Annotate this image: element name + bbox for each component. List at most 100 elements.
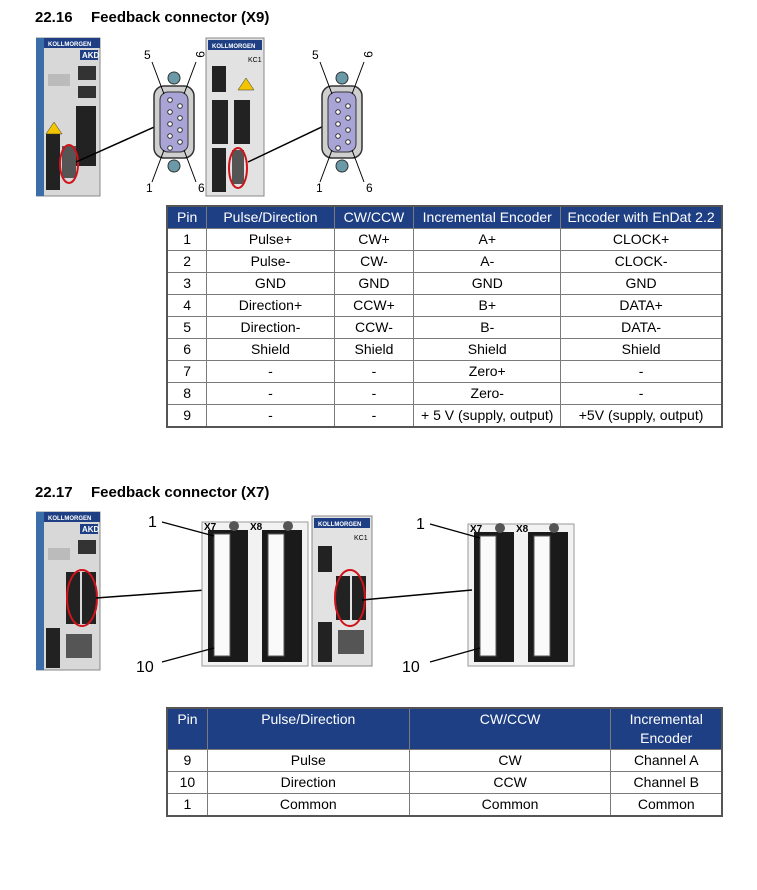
table-cell: CLOCK-	[560, 250, 723, 273]
table-cell: + 5 V (supply, output)	[413, 404, 562, 428]
table-row: 8--Zero--	[166, 382, 723, 405]
table-cell: 5	[166, 316, 208, 339]
column-header-pulse-direction: Pulse/Direction	[206, 707, 410, 750]
table-cell: Direction-	[206, 316, 335, 339]
pin-label-1: 1	[146, 181, 153, 195]
section-number: 22.17	[35, 484, 73, 501]
table-cell: B+	[413, 294, 562, 317]
drive-brand: KOLLMORGEN	[48, 42, 91, 48]
section-title: Feedback connector (X7)	[91, 484, 270, 501]
pin-label-6: 6	[366, 181, 373, 195]
table-cell: DATA+	[560, 294, 723, 317]
table-cell: Common	[610, 793, 723, 817]
x8-label: X8	[516, 524, 529, 535]
table-cell: -	[333, 360, 415, 383]
table-cell: -	[206, 404, 335, 428]
table-cell: +5V (supply, output)	[560, 404, 723, 428]
column-header-incremental-encoder: Incremental Encoder	[610, 707, 723, 750]
table-cell: Pulse-	[206, 250, 335, 273]
table-cell: 6	[166, 338, 208, 361]
callout-pin-10: 10	[136, 659, 154, 676]
table-cell: DATA-	[560, 316, 723, 339]
pin-label-1: 1	[316, 181, 323, 195]
x7-x8-terminals-right: X7 X8 1 10	[402, 516, 575, 676]
table-cell: CCW	[408, 771, 612, 794]
table-header-row: Pin Pulse/Direction CW/CCW Incremental E…	[166, 205, 723, 229]
table-cell: CW+	[333, 228, 415, 251]
column-header-pin: Pin	[166, 707, 208, 750]
table-cell: GND	[560, 272, 723, 295]
table-cell: A-	[413, 250, 562, 273]
table-cell: Common	[206, 793, 410, 817]
column-header-endat: Encoder with EnDat 2.2	[560, 205, 723, 229]
drive-brand: KOLLMORGEN	[318, 522, 361, 528]
drive-model: AKD	[82, 51, 100, 60]
table-cell: Channel B	[610, 771, 723, 794]
table-cell: Pulse+	[206, 228, 335, 251]
column-header-cw-ccw: CW/CCW	[333, 205, 415, 229]
pin-label-9: 9	[361, 51, 375, 58]
table-cell: -	[560, 382, 723, 405]
akd-drive-image: KOLLMORGEN AKD	[36, 511, 101, 671]
table-cell: Shield	[333, 338, 415, 361]
table-cell: CCW-	[333, 316, 415, 339]
x7-pinout-table: Pin Pulse/Direction CW/CCW Incremental E…	[166, 707, 723, 817]
x7-highlight-ring	[334, 569, 366, 627]
x9-highlight-ring	[228, 147, 248, 189]
table-cell: 10	[166, 771, 208, 794]
column-header-pin: Pin	[166, 205, 208, 229]
drive-model: KC1	[248, 57, 262, 64]
table-cell: Shield	[206, 338, 335, 361]
column-header-cw-ccw: CW/CCW	[408, 707, 612, 750]
table-cell: A+	[413, 228, 562, 251]
table-cell: 3	[166, 272, 208, 295]
table-cell: 1	[166, 228, 208, 251]
table-cell: Shield	[560, 338, 723, 361]
table-cell: CLOCK+	[560, 228, 723, 251]
table-cell: 7	[166, 360, 208, 383]
pin-label-6: 6	[198, 181, 205, 195]
dsub9-connector-right: 5 9 1 6	[312, 48, 375, 195]
kc1-drive-image: KOLLMORGEN KC1	[205, 37, 265, 197]
column-header-incremental-encoder: Incremental Encoder	[413, 205, 562, 229]
column-header-pulse-direction: Pulse/Direction	[206, 205, 335, 229]
table-row: 7--Zero+-	[166, 360, 723, 383]
drive-model: KC1	[354, 535, 368, 542]
table-cell: 1	[166, 793, 208, 817]
x7-label: X7	[204, 522, 217, 533]
drive-model: AKD	[82, 525, 100, 534]
pin-label-5: 5	[312, 48, 319, 62]
section-heading-x9: 22.16 Feedback connector (X9)	[35, 9, 269, 26]
section-heading-x7: 22.17 Feedback connector (X7)	[35, 484, 269, 501]
x7-connector-figure: KOLLMORGEN AKD X7 X8 1 10 KOLLMORGEN KC1	[36, 511, 575, 676]
table-cell: -	[206, 360, 335, 383]
table-cell: GND	[413, 272, 562, 295]
section-number: 22.16	[35, 9, 73, 26]
callout-pin-1: 1	[148, 514, 157, 531]
x7-label: X7	[470, 524, 483, 535]
table-cell: CW-	[333, 250, 415, 273]
drive-brand: KOLLMORGEN	[212, 44, 255, 50]
callout-pin-10: 10	[402, 659, 420, 676]
x9-connector-figure: KOLLMORGEN AKD 5 9 1 6	[36, 37, 375, 197]
akd-drive-image: KOLLMORGEN AKD	[36, 37, 101, 197]
table-cell: Channel A	[610, 749, 723, 772]
table-cell: CCW+	[333, 294, 415, 317]
section-title: Feedback connector (X9)	[91, 9, 270, 26]
table-cell: 2	[166, 250, 208, 273]
dsub9-connector-left: 5 9 1 6	[144, 48, 207, 195]
table-cell: 8	[166, 382, 208, 405]
drive-brand: KOLLMORGEN	[48, 516, 91, 522]
table-cell: Pulse	[206, 749, 410, 772]
x9-pinout-table: Pin Pulse/Direction CW/CCW Incremental E…	[166, 205, 723, 428]
pin-label-5: 5	[144, 48, 151, 62]
table-cell: Common	[408, 793, 612, 817]
